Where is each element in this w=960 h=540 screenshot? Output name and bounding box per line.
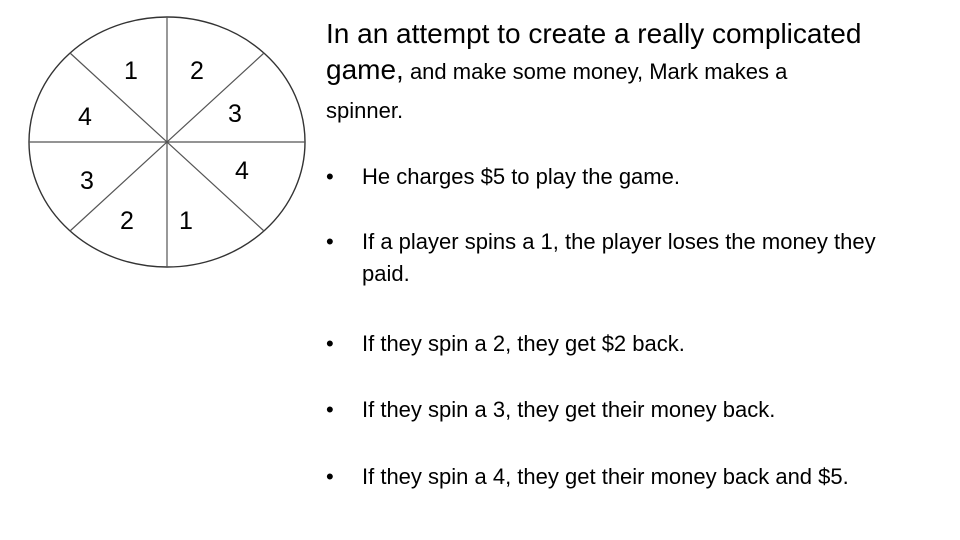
intro-line-3: spinner.	[326, 98, 404, 123]
bullet-text: If they spin a 4, they get their money b…	[362, 464, 849, 489]
spinner-diagram: 1 2 3 4 1 2 3 4	[28, 16, 308, 268]
bullet-dot: •	[326, 229, 334, 254]
intro-line-1: In an attempt to create a really complic…	[326, 18, 862, 49]
bullet-text: He charges $5 to play the game.	[362, 164, 680, 189]
intro-line-2: game, and make some money, Mark makes a	[326, 52, 926, 93]
spinner-section-label: 2	[120, 207, 134, 235]
spinner-section-label: 1	[179, 207, 193, 235]
bullet-dot: •	[326, 164, 334, 189]
spinner-section-label: 3	[228, 100, 242, 128]
intro-line-2-rest: and make some money, Mark makes a	[403, 59, 788, 84]
spinner-section-label: 2	[190, 57, 204, 85]
bullet-text: If they spin a 3, they get their money b…	[362, 397, 776, 422]
spinner-graphic: 1 2 3 4 1 2 3 4	[28, 16, 306, 268]
rule-bullet: • If they spin a 3, they get their money…	[326, 394, 926, 426]
bullet-text: If they spin a 2, they get $2 back.	[362, 331, 685, 356]
bullet-text: If a player spins a 1, the player loses …	[362, 229, 876, 286]
intro-line-2-lead: game,	[326, 54, 404, 85]
bullet-dot: •	[326, 397, 334, 422]
problem-intro: In an attempt to create a really complic…	[326, 16, 926, 129]
rule-bullet: • He charges $5 to play the game.	[326, 161, 926, 193]
bullet-dot: •	[326, 464, 334, 489]
spinner-divider-diagonal-b	[69, 52, 265, 232]
rule-bullet: • If a player spins a 1, the player lose…	[326, 226, 926, 290]
spinner-section-label: 4	[235, 157, 249, 185]
spinner-section-label: 3	[80, 167, 94, 195]
rule-bullet: • If they spin a 4, they get their money…	[326, 461, 926, 493]
spinner-section-label: 1	[124, 57, 138, 85]
rule-bullet: • If they spin a 2, they get $2 back.	[326, 328, 926, 360]
bullet-dot: •	[326, 331, 334, 356]
spinner-section-label: 4	[78, 103, 92, 131]
